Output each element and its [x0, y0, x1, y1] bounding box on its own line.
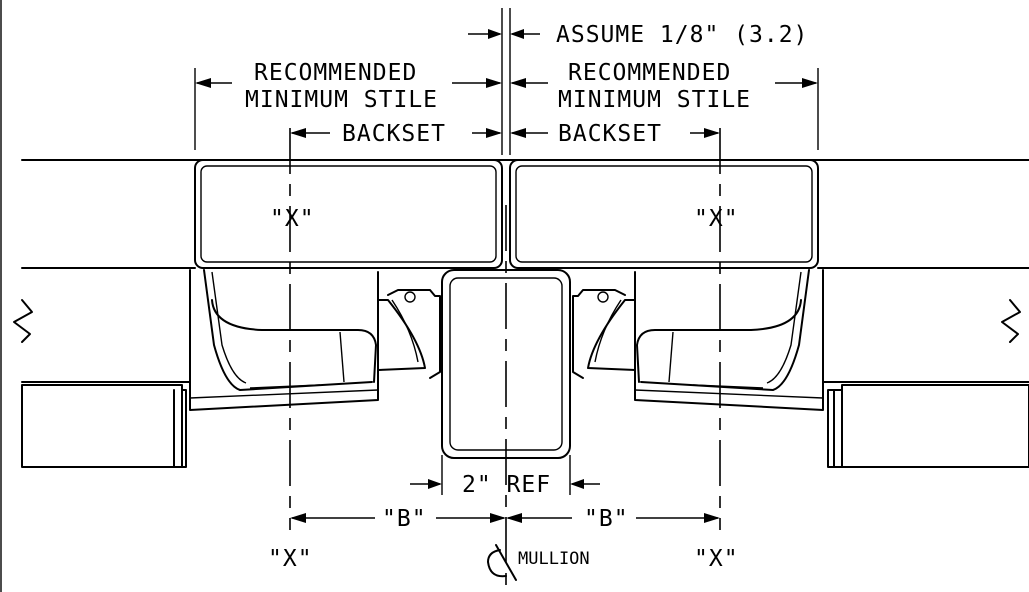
left-exit-device: [189, 269, 441, 411]
left-lower-rail: [21, 384, 187, 468]
left-backset-label: BACKSET: [342, 121, 446, 147]
right-lower-rail: [827, 384, 1029, 468]
clearance-note: ASSUME 1/8" (3.2): [556, 22, 808, 48]
left-x-bottom-label: "X": [268, 546, 313, 572]
left-door-stile: [194, 159, 503, 269]
right-door-stile: [509, 159, 819, 269]
right-stile-label-line1: RECOMMENDED: [568, 60, 731, 86]
centerline-symbol: [487, 544, 517, 581]
right-backset-label: BACKSET: [558, 121, 662, 147]
left-break-symbol: [13, 299, 33, 343]
right-stile-label-line2: MINIMUM STILE: [558, 87, 751, 113]
left-x-top-label: "X": [270, 206, 315, 232]
right-exit-device: [572, 269, 824, 411]
mullion-ref-label: 2" REF: [462, 472, 551, 498]
right-break-symbol: [1001, 299, 1021, 343]
mullion-label: MULLION: [518, 549, 590, 569]
left-stile-label-line1: RECOMMENDED: [254, 60, 417, 86]
center-lines: [289, 128, 721, 590]
right-x-top-label: "X": [694, 206, 739, 232]
dimension-lines: [194, 8, 819, 523]
left-stile-label-line2: MINIMUM STILE: [245, 87, 438, 113]
right-b-label: "B": [584, 506, 629, 532]
left-b-label: "B": [382, 506, 427, 532]
right-x-bottom-label: "X": [694, 546, 739, 572]
